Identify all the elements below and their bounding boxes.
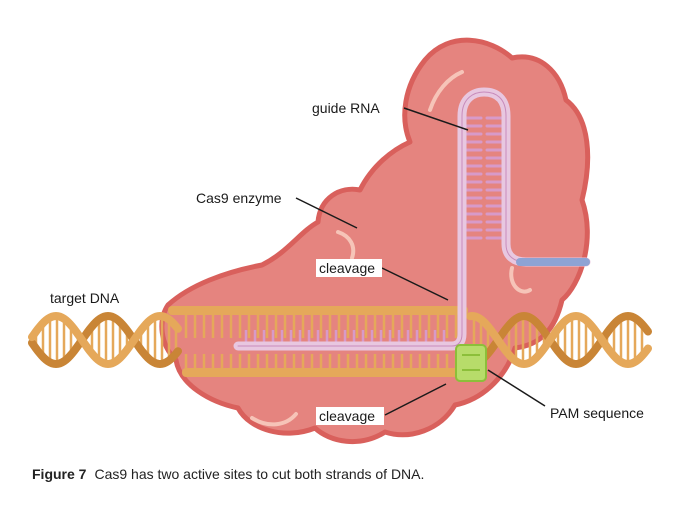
unwound-dna-bottom-strand xyxy=(182,368,464,377)
guide-rna-bases xyxy=(464,116,504,240)
label-cas9-enzyme: Cas9 enzyme xyxy=(196,190,282,206)
figure-caption: Figure 7 Cas9 has two active sites to cut… xyxy=(32,466,424,482)
guide-rna-leader xyxy=(403,107,469,131)
unwound-dna-top-strand xyxy=(168,306,468,315)
enzyme-highlight xyxy=(509,266,532,294)
label-cleavage-bottom: cleavage xyxy=(319,408,375,424)
pam-leader xyxy=(487,369,546,407)
enzyme-highlight xyxy=(250,412,298,427)
dna-strand xyxy=(466,311,652,369)
dna-strand xyxy=(28,311,182,369)
cleavage-top-label-bg xyxy=(316,259,382,277)
cleavage-bottom-leader xyxy=(384,383,447,416)
cas9-leader xyxy=(295,197,358,229)
cleavage-bottom-label-bg xyxy=(316,407,384,425)
target-dna-helix xyxy=(28,311,652,369)
label-target-dna: target DNA xyxy=(50,290,120,306)
caption-figure-number: Figure 7 xyxy=(32,466,87,482)
label-pam-sequence: PAM sequence xyxy=(550,405,644,421)
label-cleavage-top: cleavage xyxy=(319,260,375,276)
enzyme-highlight xyxy=(336,230,356,260)
cleavage-top-leader xyxy=(381,267,449,301)
enzyme-highlight xyxy=(428,70,464,112)
guide-rna-strand-outline xyxy=(237,91,587,347)
unwound-dna-bases xyxy=(184,315,458,368)
pam-sequence-box xyxy=(455,344,487,382)
label-guide-rna: guide RNA xyxy=(312,100,380,116)
dna-strand xyxy=(28,311,182,369)
caption-text: Cas9 has two active sites to cut both st… xyxy=(94,466,425,482)
